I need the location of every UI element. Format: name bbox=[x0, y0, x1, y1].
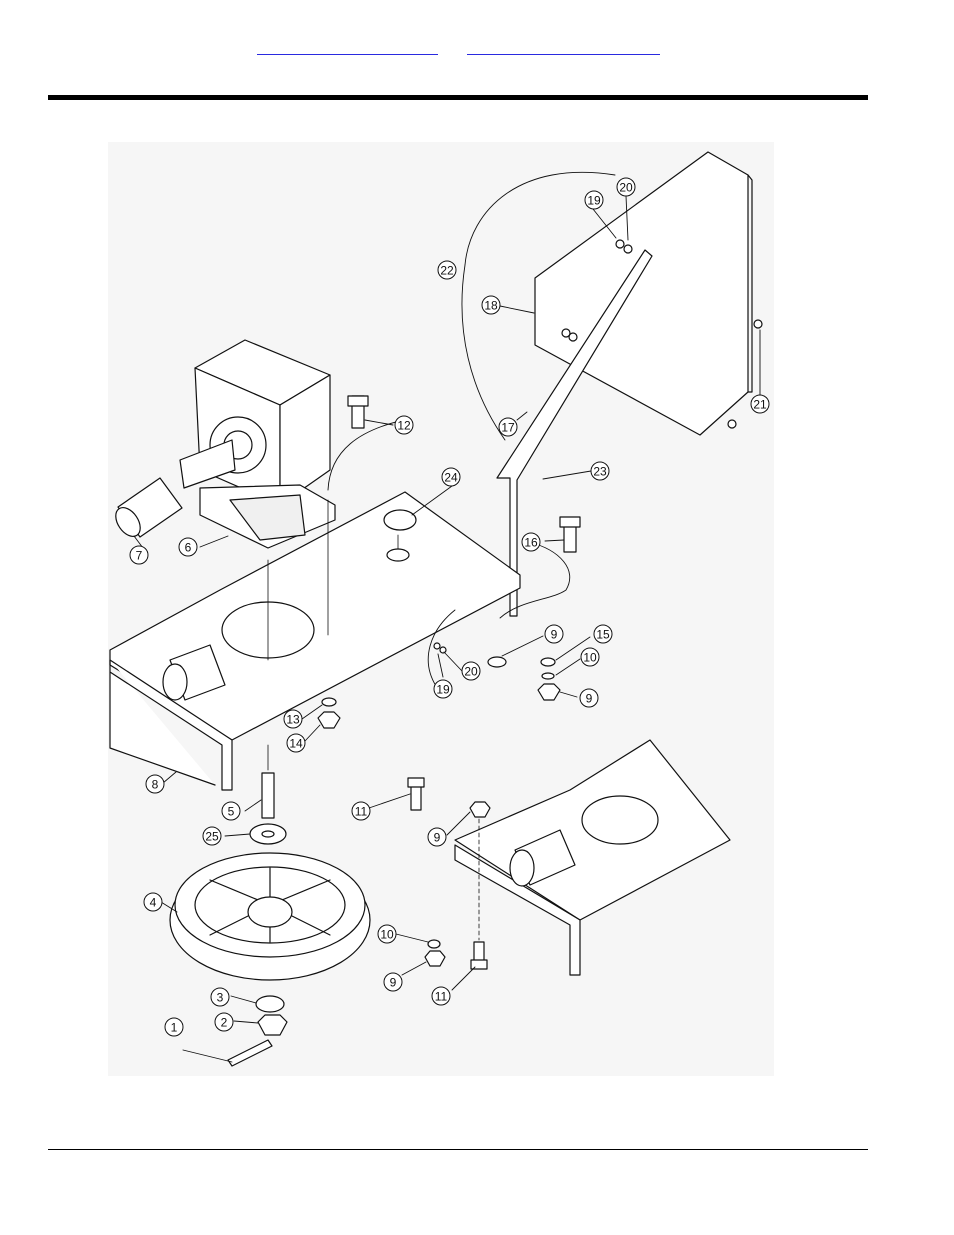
callout-number: 9 bbox=[586, 692, 593, 706]
callout-c14: 14 bbox=[287, 734, 305, 752]
pulley bbox=[170, 853, 370, 980]
callout-number: 2 bbox=[221, 1016, 228, 1030]
callout-c15: 15 bbox=[594, 625, 612, 643]
callout-c17: 17 bbox=[499, 418, 517, 436]
callout-number: 6 bbox=[185, 541, 192, 555]
callout-c1: 1 bbox=[165, 1018, 183, 1036]
callout-number: 16 bbox=[524, 536, 538, 550]
callout-c5: 5 bbox=[222, 802, 240, 820]
callout-c9a: 9 bbox=[545, 625, 563, 643]
callout-c25: 25 bbox=[203, 827, 221, 845]
callout-number: 5 bbox=[228, 805, 235, 819]
callout-number: 17 bbox=[501, 421, 515, 435]
callout-c10a: 10 bbox=[581, 648, 599, 666]
callout-c16: 16 bbox=[522, 533, 540, 551]
callout-c20b: 20 bbox=[462, 662, 480, 680]
callout-c20a: 20 bbox=[617, 178, 635, 196]
callout-number: 12 bbox=[397, 419, 411, 433]
callout-number: 9 bbox=[551, 628, 558, 642]
callout-number: 4 bbox=[150, 896, 157, 910]
callout-number: 7 bbox=[136, 549, 143, 563]
callout-number: 9 bbox=[434, 831, 441, 845]
callout-c3: 3 bbox=[211, 988, 229, 1006]
callout-c4: 4 bbox=[144, 893, 162, 911]
callout-number: 23 bbox=[593, 465, 607, 479]
callout-number: 1 bbox=[171, 1021, 178, 1035]
callout-number: 10 bbox=[380, 928, 394, 942]
callout-number: 10 bbox=[583, 651, 597, 665]
callout-c6: 6 bbox=[179, 538, 197, 556]
callout-c22: 22 bbox=[438, 261, 456, 279]
callout-number: 15 bbox=[596, 628, 610, 642]
callout-c9b: 9 bbox=[580, 689, 598, 707]
callout-number: 25 bbox=[205, 830, 219, 844]
callout-number: 13 bbox=[286, 713, 300, 727]
callout-c23: 23 bbox=[591, 462, 609, 480]
callout-number: 22 bbox=[440, 264, 454, 278]
callout-number: 11 bbox=[435, 990, 448, 1004]
callout-number: 19 bbox=[436, 683, 450, 697]
gearbox bbox=[180, 340, 335, 548]
callout-number: 11 bbox=[355, 805, 368, 819]
callout-number: 24 bbox=[444, 471, 458, 485]
callout-c9d: 9 bbox=[384, 973, 402, 991]
callout-c8: 8 bbox=[146, 775, 164, 793]
callout-c9c: 9 bbox=[428, 828, 446, 846]
callout-c11a: 11 bbox=[352, 802, 370, 820]
shaft-cover bbox=[111, 478, 182, 541]
callout-number: 20 bbox=[464, 665, 478, 679]
callout-number: 19 bbox=[587, 194, 601, 208]
lower-deck-plate bbox=[455, 740, 730, 920]
callout-number: 14 bbox=[289, 737, 303, 751]
callout-c10b: 10 bbox=[378, 925, 396, 943]
callout-c19b: 19 bbox=[434, 680, 452, 698]
callout-number: 21 bbox=[753, 398, 767, 412]
callout-number: 18 bbox=[484, 299, 498, 313]
callout-c12: 12 bbox=[395, 416, 413, 434]
callout-c7: 7 bbox=[130, 546, 148, 564]
callout-c18: 18 bbox=[482, 296, 500, 314]
callout-number: 8 bbox=[152, 778, 159, 792]
callout-c21: 21 bbox=[751, 395, 769, 413]
callout-c13: 13 bbox=[284, 710, 302, 728]
callout-c11b: 11 bbox=[432, 987, 450, 1005]
callout-c19a: 19 bbox=[585, 191, 603, 209]
footer-rule bbox=[48, 1149, 868, 1150]
callout-number: 20 bbox=[619, 181, 633, 195]
callout-c2: 2 bbox=[215, 1013, 233, 1031]
callout-number: 3 bbox=[217, 991, 224, 1005]
callout-c24: 24 bbox=[442, 468, 460, 486]
callout-number: 9 bbox=[390, 976, 397, 990]
